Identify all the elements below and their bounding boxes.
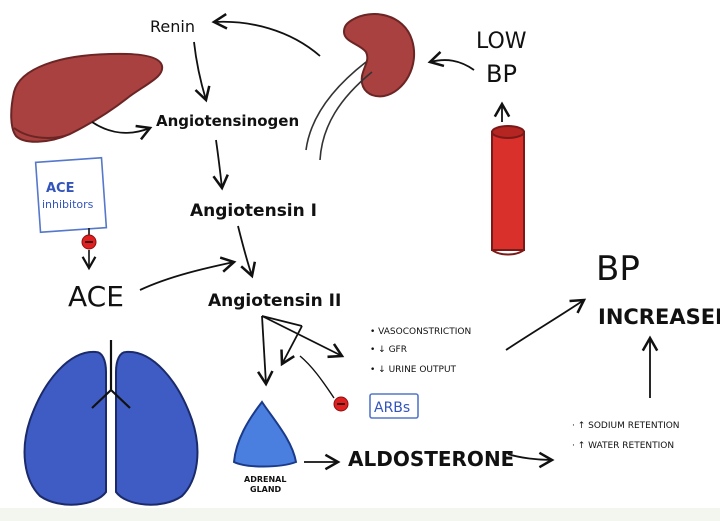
effect-urine-output: • ↓ URINE OUTPUT	[370, 365, 457, 375]
effect-vasoconstriction: • VASOCONSTRICTION	[370, 327, 471, 337]
renin-label: Renin	[150, 17, 195, 36]
ace-inhibitors-box: ACE inhibitors	[34, 156, 108, 234]
angiotensinogen-label: Angiotensinogen	[156, 112, 299, 130]
aldosterone-label: ALDOSTERONE	[348, 447, 514, 471]
arbs-label: ARBs	[374, 400, 410, 416]
bp-increased-label-2: INCREASED	[598, 305, 720, 329]
liver-shape	[10, 52, 164, 143]
ace-label: ACE	[68, 280, 124, 313]
bottom-strip	[0, 508, 720, 521]
angiotensin-2-label: Angiotensin II	[208, 291, 341, 311]
effect-water-retention: · ↑ WATER RETENTION	[572, 441, 674, 451]
bp-increased-label-1: BP	[596, 249, 640, 289]
adrenal-label-line1: ADRENAL	[244, 475, 286, 484]
effect-sodium-retention: · ↑ SODIUM RETENTION	[572, 421, 680, 431]
blood-vessel	[491, 125, 525, 256]
adrenal-gland-shape	[232, 400, 298, 468]
lungs	[23, 340, 199, 506]
ace-inhibitors-line1: ACE	[46, 181, 74, 196]
low-label: LOW	[476, 29, 527, 54]
aldosterone-effects: · ↑ SODIUM RETENTION · ↑ WATER RETENTION	[572, 421, 680, 451]
effect-gfr: • ↓ GFR	[370, 345, 407, 355]
adrenal-label-line2: GLAND	[250, 485, 282, 494]
arbs-box: ARBs	[369, 393, 419, 419]
angiotensin-2-effects: • VASOCONSTRICTION • ↓ GFR • ↓ URINE OUT…	[370, 327, 471, 375]
arrows	[91, 13, 659, 471]
bp-label: BP	[486, 60, 517, 88]
ace-inhibitors-line2: inhibitors	[42, 198, 94, 211]
angiotensin-1-label: Angiotensin I	[190, 201, 317, 221]
kidney-shape	[342, 13, 415, 98]
